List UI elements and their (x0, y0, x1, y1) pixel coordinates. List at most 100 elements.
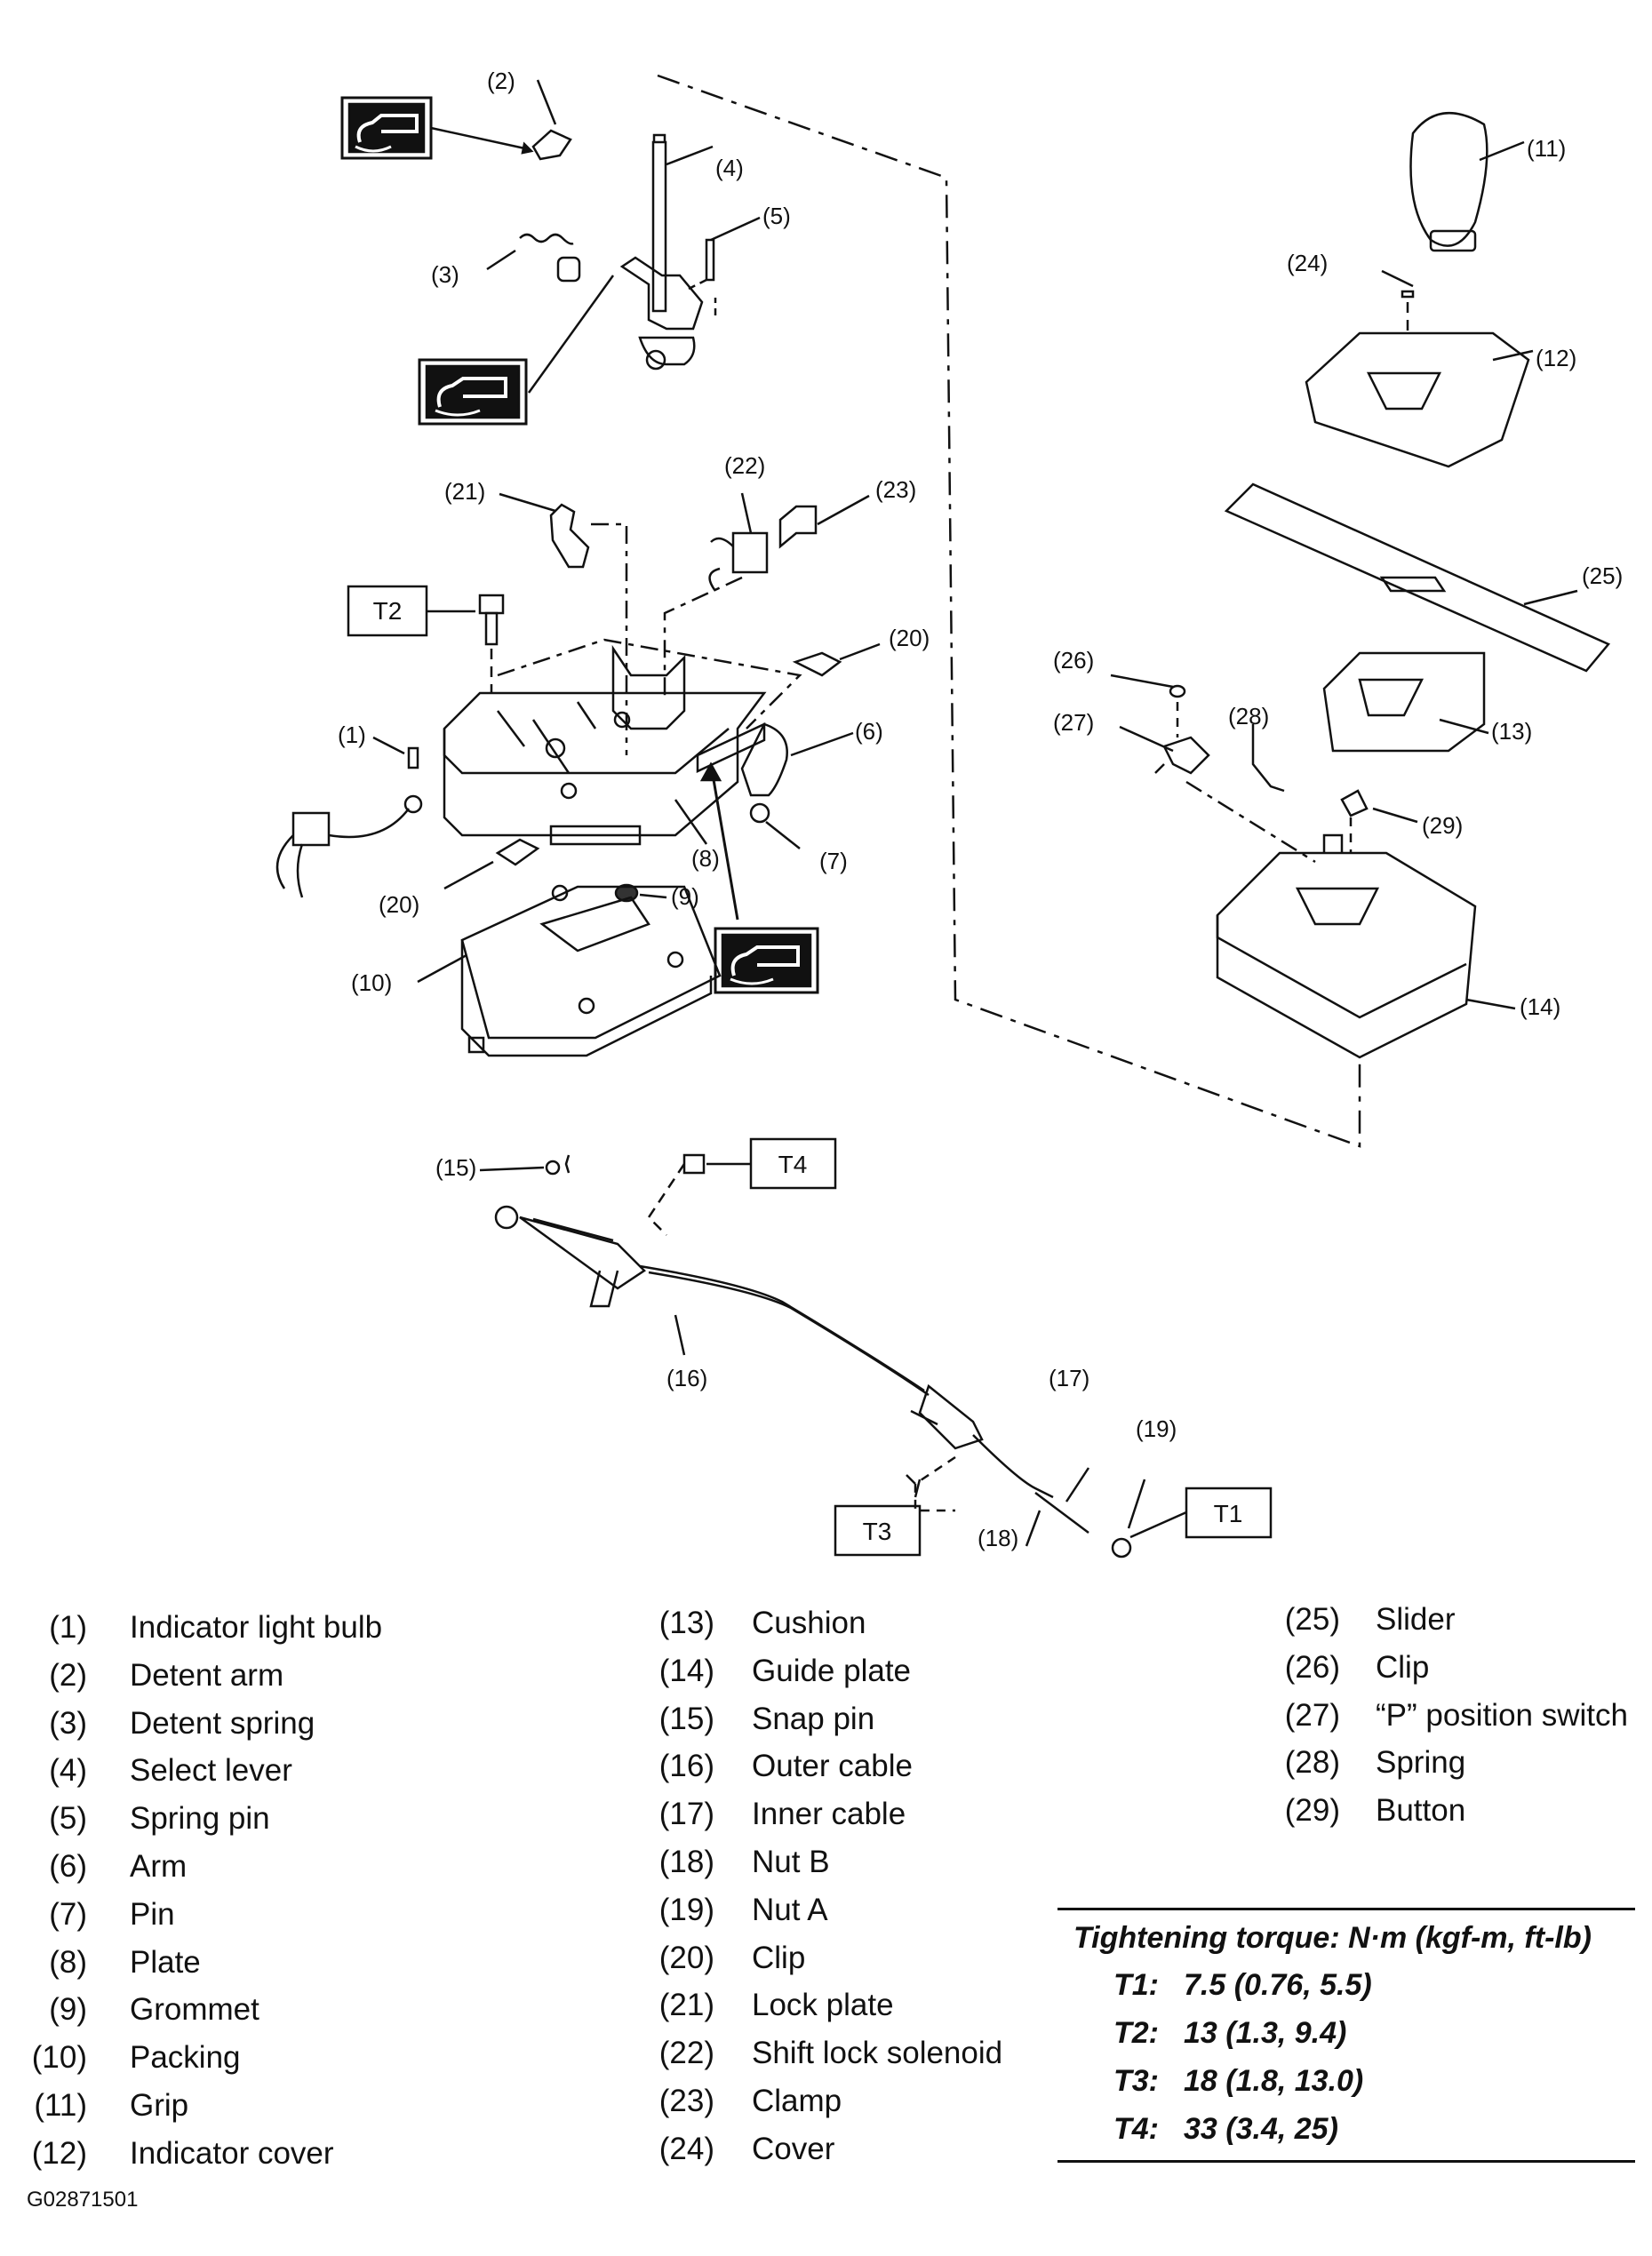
shift-lock-solenoid-part (663, 492, 769, 702)
legend-number: (8) (49, 1944, 87, 1980)
legend-label: Cushion (752, 1606, 866, 1640)
torque-value: 18 (1.8, 13.0) (1184, 2064, 1364, 2098)
legend-row: (26) Clip (1280, 1644, 1628, 1692)
legend-number: (1) (49, 1610, 87, 1645)
callout-29: (29) (1422, 812, 1463, 839)
lock-plate-part (499, 492, 628, 755)
legend-label: Indicator light bulb (130, 1610, 383, 1645)
legend-label: Spring pin (130, 1801, 270, 1837)
callout-14: (14) (1520, 993, 1560, 1020)
legend-row: (16)Outer cable (654, 1742, 1002, 1790)
callout-18: (18) (978, 1525, 1018, 1551)
callout-23: (23) (875, 476, 916, 503)
callout-10: (10) (351, 969, 392, 996)
callout-5: (5) (762, 203, 791, 229)
legend-label: Select lever (130, 1753, 292, 1789)
callout-21: (21) (444, 478, 485, 505)
legend-label: Button (1376, 1793, 1466, 1829)
legend-row: (24)Cover (654, 2125, 1002, 2173)
callout-16: (16) (666, 1365, 707, 1391)
t2-bolt-part (427, 594, 505, 693)
torque-value: 33 (3.4, 25) (1184, 2112, 1338, 2146)
legend-number: (17) (658, 1797, 714, 1832)
assembly-boundary-dashline (657, 74, 1361, 1148)
legend-row: (29) Button (1280, 1787, 1628, 1835)
cover-part (1381, 269, 1415, 338)
legend-number: (12) (31, 2135, 87, 2171)
legend-label: Grommet (130, 1992, 259, 2028)
callout-25: (25) (1582, 562, 1623, 589)
torque-row: T2:13 (1.3, 9.4) (1057, 2009, 1635, 2057)
callout-7: (7) (819, 848, 848, 874)
button-part (1340, 789, 1418, 853)
legend-row: (18)Nut B (654, 1838, 1002, 1886)
parts-legend-column-3: (25)Slider (26)Clip (27)“P” position swi… (1280, 1596, 1628, 1835)
torque-box-t1: T1 (1185, 1487, 1273, 1539)
callout-20a: (20) (889, 625, 930, 651)
legend-label: Plate (130, 1944, 201, 1980)
legend-label: “P” position switch (1376, 1697, 1628, 1733)
torque-box-t2: T2 (347, 585, 428, 637)
legend-number: (5) (49, 1801, 87, 1837)
legend-label: Shift lock solenoid (752, 2036, 1003, 2071)
legend-label: Clip (1376, 1649, 1430, 1685)
clip-left-part (443, 838, 540, 890)
legend-label: Cover (752, 2131, 835, 2166)
legend-number: (11) (34, 2087, 87, 2123)
legend-label: Grip (130, 2087, 189, 2123)
callout-24: (24) (1287, 250, 1328, 276)
callout-19: (19) (1136, 1415, 1177, 1442)
legend-label: Nut B (752, 1844, 830, 1879)
legend-number: (15) (658, 1701, 714, 1736)
callout-17: (17) (1049, 1365, 1089, 1391)
callout-2: (2) (487, 68, 515, 94)
callout-12: (12) (1536, 345, 1576, 371)
grease-icon (340, 96, 433, 160)
legend-number: (22) (658, 2036, 714, 2071)
callout-6: (6) (855, 718, 883, 745)
t4-label: T4 (778, 1151, 808, 1178)
legend-number: (16) (658, 1749, 714, 1784)
torque-value: 13 (1.3, 9.4) (1184, 2016, 1347, 2050)
torque-value: 7.5 (0.76, 5.5) (1184, 1968, 1372, 2002)
tightening-torque-table: Tightening torque: N·m (kgf-m, ft-lb) T1… (1057, 1908, 1635, 2163)
legend-row: (23)Clamp (654, 2077, 1002, 2125)
arm-and-pin-part (696, 642, 881, 921)
callout-15: (15) (435, 1154, 476, 1181)
legend-row: (14)Guide plate (654, 1647, 1002, 1695)
legend-label: Pin (130, 1896, 175, 1932)
legend-number: (7) (49, 1896, 87, 1932)
legend-row: (20)Clip (654, 1934, 1002, 1982)
legend-number: (29) (1284, 1793, 1340, 1829)
legend-row: (21)Lock plate (654, 1981, 1002, 2029)
legend-label: Clip (752, 1940, 806, 1975)
legend-row: (6) Arm (27, 1843, 382, 1891)
legend-number: (4) (49, 1753, 87, 1789)
indicator-bulb-part (275, 736, 423, 898)
legend-number: (6) (49, 1848, 87, 1884)
t3-label: T3 (863, 1518, 892, 1545)
grip-part (1409, 111, 1525, 252)
slider-part (1224, 482, 1611, 673)
guide-plate-part (1216, 833, 1516, 1059)
legend-label: Inner cable (752, 1797, 906, 1832)
torque-box-t3: T3 (834, 1504, 922, 1557)
callout-3: (3) (431, 261, 459, 288)
legend-row: (28)Spring (1280, 1739, 1628, 1787)
callout-1: (1) (338, 721, 366, 748)
legend-label: Indicator cover (130, 2135, 334, 2171)
callout-13: (13) (1491, 718, 1532, 745)
callout-22: (22) (724, 452, 765, 479)
torque-key: T4: (1113, 2112, 1159, 2146)
torque-key: T3: (1113, 2064, 1159, 2098)
legend-row: (3)Detent spring (27, 1700, 382, 1748)
legend-row: (25)Slider (1280, 1596, 1628, 1644)
legend-row: (13)Cushion (654, 1599, 1002, 1647)
legend-label: Arm (130, 1848, 188, 1884)
callout-8: (8) (691, 845, 720, 872)
legend-row: (22) Shift lock solenoid (654, 2029, 1002, 2077)
legend-number: (26) (1284, 1649, 1340, 1685)
legend-label: Detent spring (130, 1705, 315, 1741)
callout-27: (27) (1053, 709, 1094, 736)
callout-4: (4) (715, 155, 744, 181)
